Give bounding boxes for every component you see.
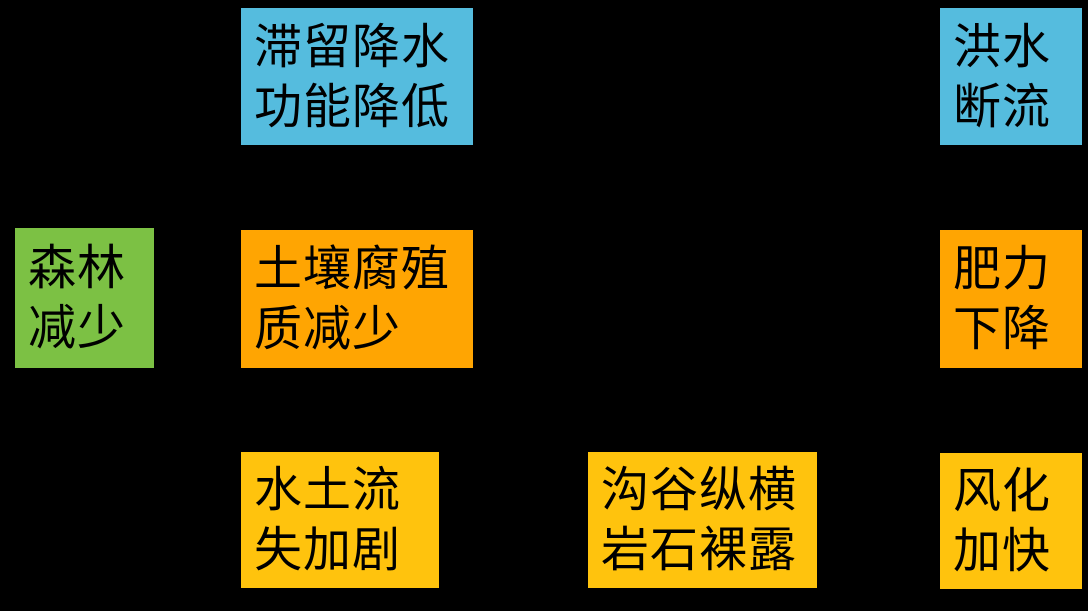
node-label-line: 岩石裸露 [601, 522, 798, 578]
node-label-line: 质减少 [254, 301, 402, 357]
node-label-line: 功能降低 [254, 78, 451, 135]
node-label-line: 滞留降水 [254, 18, 451, 75]
node-label-line: 加快 [953, 523, 1052, 579]
node-label-line: 下降 [953, 301, 1052, 357]
node-label-line: 断流 [953, 78, 1052, 135]
node-label-line: 洪水 [953, 18, 1052, 75]
node-label-line: 减少 [28, 300, 127, 356]
node-fertility-decline: 肥力 下降 [940, 230, 1082, 368]
node-weathering-faster: 风化 加快 [940, 453, 1082, 589]
node-label-line: 肥力 [953, 241, 1052, 297]
node-label-line: 土壤腐殖 [254, 241, 451, 297]
node-soil-erosion: 水土流 失加剧 [241, 452, 439, 588]
node-label-line: 水土流 [254, 462, 402, 518]
node-gully-rock-exposed: 沟谷纵横 岩石裸露 [588, 452, 817, 588]
node-forest-decrease: 森林 减少 [15, 228, 154, 368]
node-label-line: 失加剧 [254, 522, 402, 578]
node-label-line: 风化 [953, 463, 1052, 519]
node-rain-retention: 滞留降水 功能降低 [241, 8, 473, 145]
node-label-line: 沟谷纵横 [601, 462, 798, 518]
node-soil-humus: 土壤腐殖 质减少 [241, 230, 473, 368]
node-label-line: 森林 [28, 240, 127, 296]
node-flood-cutoff: 洪水 断流 [940, 8, 1082, 145]
